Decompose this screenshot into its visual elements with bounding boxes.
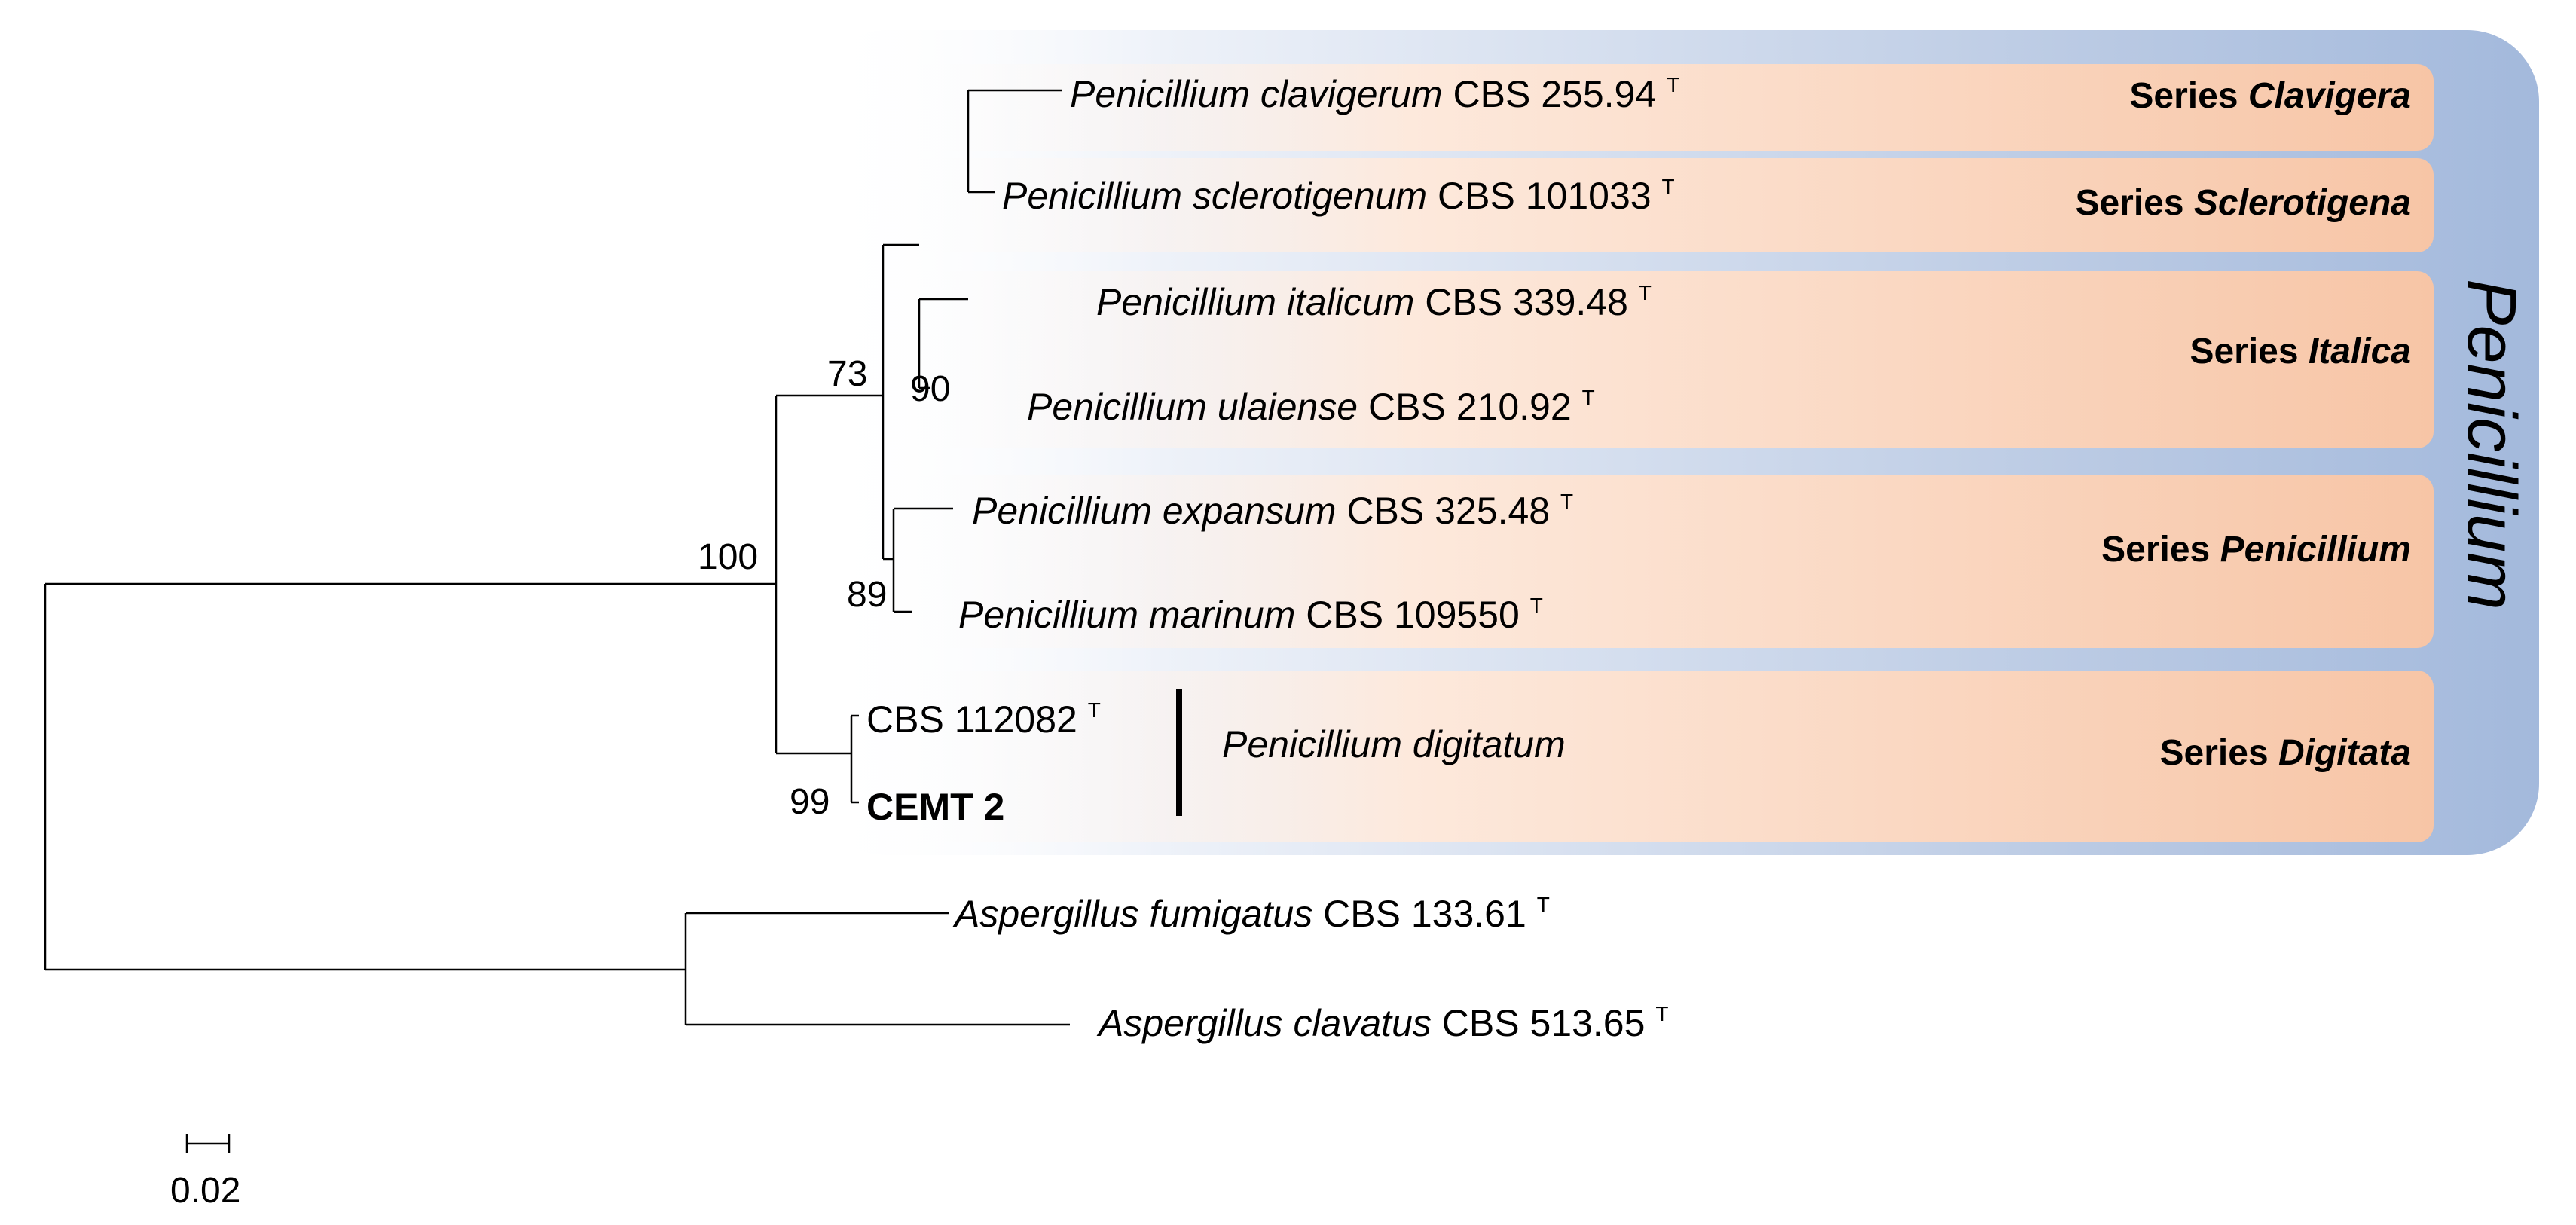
series-box-penicillium bbox=[859, 475, 2434, 648]
taxon-label: Aspergillus clavatus CBS 513.65 T bbox=[1096, 1002, 1668, 1044]
taxon-label: Penicillium expansum CBS 325.48 T bbox=[972, 490, 1573, 532]
bootstrap-99: 99 bbox=[790, 782, 830, 822]
series-box-clavigera bbox=[859, 64, 2434, 151]
taxon-label: CBS 112082 T bbox=[866, 698, 1101, 741]
series-label: Series Digitata bbox=[2160, 733, 2411, 773]
taxon-label: Penicillium marinum CBS 109550 T bbox=[958, 594, 1543, 636]
taxon-label: Aspergillus fumigatus CBS 133.61 T bbox=[952, 893, 1550, 935]
scale-bar bbox=[185, 1134, 231, 1153]
taxon-label: Penicillium italicum CBS 339.48 T bbox=[1096, 281, 1652, 323]
series-label: Series Clavigera bbox=[2129, 76, 2411, 116]
series-label: Series Italica bbox=[2189, 331, 2411, 371]
bootstrap-89: 89 bbox=[847, 575, 887, 615]
scale-bar-label: 0.02 bbox=[170, 1171, 240, 1211]
bootstrap-90: 90 bbox=[910, 369, 950, 409]
taxon-label: Penicillium sclerotigenum CBS 101033 T bbox=[1002, 175, 1675, 217]
tree-branches bbox=[44, 89, 1070, 1026]
series-box-italica bbox=[859, 271, 2434, 448]
taxon-label: CEMT 2 bbox=[866, 786, 1004, 828]
digitatum-label: Penicillium digitatum bbox=[1222, 723, 1566, 765]
series-label: Series Penicillium bbox=[2101, 530, 2411, 570]
bootstrap-100: 100 bbox=[698, 537, 758, 577]
taxon-label: Penicillium ulaiense CBS 210.92 T bbox=[1027, 386, 1595, 428]
taxon-label: Penicillium clavigerum CBS 255.94 T bbox=[1070, 73, 1679, 115]
bootstrap-73: 73 bbox=[827, 354, 867, 394]
series-label: Series Sclerotigena bbox=[2075, 183, 2411, 223]
series-box-digitata bbox=[859, 671, 2434, 842]
genus-label: Penicillium bbox=[2453, 279, 2530, 610]
series-box-sclerotigena bbox=[859, 158, 2434, 252]
